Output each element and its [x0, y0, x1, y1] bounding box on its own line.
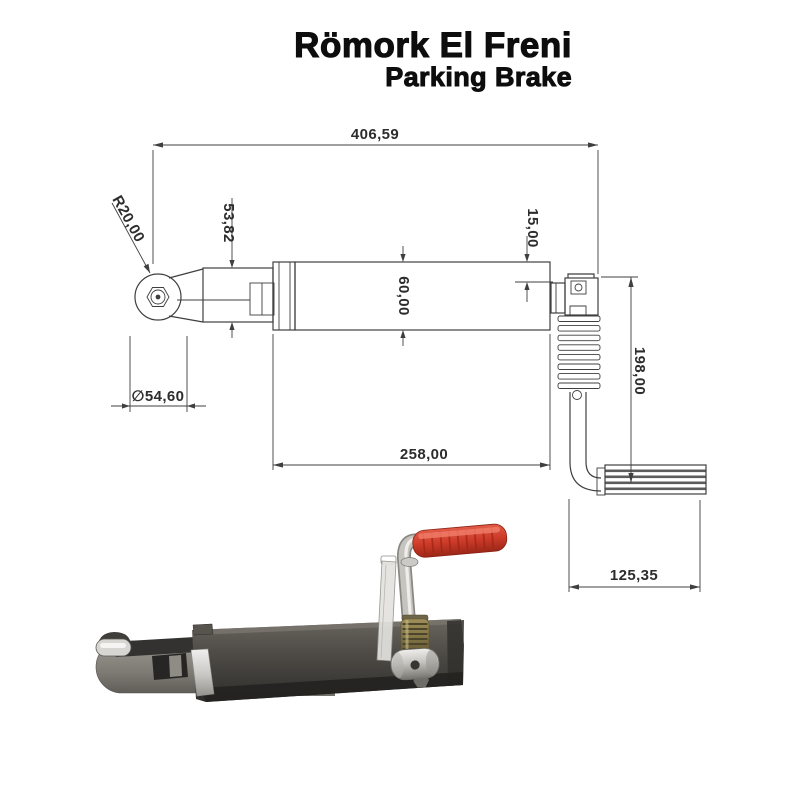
dim-label-grip-length: 125,35 — [610, 567, 658, 584]
dim-body-length: 258,00 — [272, 334, 551, 470]
photo-clamp-band — [190, 648, 215, 697]
dim-eye-radius: R20,00 — [109, 193, 151, 274]
dim-body-diameter: 60,00 — [395, 246, 412, 346]
crank-rod — [569, 392, 606, 496]
dim-label-crank-drop: 198,00 — [631, 347, 648, 395]
dim-label-eye-radius: R20,00 — [109, 193, 148, 246]
dim-collar-offset: 15,00 — [515, 208, 553, 302]
handle-grip — [604, 464, 707, 495]
dim-clevis-height: 53,82 — [220, 198, 237, 338]
spring-coil — [557, 315, 601, 400]
photo-top-strip — [110, 636, 214, 657]
dim-label-body-diameter: 60,00 — [395, 276, 412, 316]
dim-eye-diameter: ∅54,60 — [111, 336, 206, 412]
page-title: Römork El Freni — [294, 26, 572, 65]
dim-crank-drop: 198,00 — [601, 276, 648, 483]
photo-spring — [400, 614, 430, 656]
drawing-outline — [134, 261, 707, 496]
dim-label-collar-offset: 15,00 — [524, 208, 541, 248]
photo-body — [192, 619, 464, 702]
eye-ring — [134, 273, 182, 321]
cylinder-body — [272, 261, 566, 331]
photo-roller — [95, 632, 132, 657]
gear-bracket — [564, 273, 599, 316]
dim-label-overall-length: 406,59 — [351, 126, 399, 143]
photo-slot-pin — [169, 655, 182, 677]
product-photo — [95, 523, 508, 702]
clevis-block — [168, 267, 275, 323]
photo-gear-housing — [390, 647, 440, 688]
dim-label-body-length: 258,00 — [400, 446, 448, 463]
dim-label-eye-diameter: ∅54,60 — [132, 388, 185, 405]
dim-label-clevis-height: 53,82 — [220, 203, 237, 243]
dimension-annotations: 406,59 R20,00 53,82 15,00 60,00 — [109, 126, 701, 592]
page-subtitle: Parking Brake — [385, 62, 572, 92]
dim-overall-length: 406,59 — [152, 126, 599, 274]
photo-red-grip — [412, 523, 508, 558]
dim-grip-length: 125,35 — [568, 499, 701, 592]
